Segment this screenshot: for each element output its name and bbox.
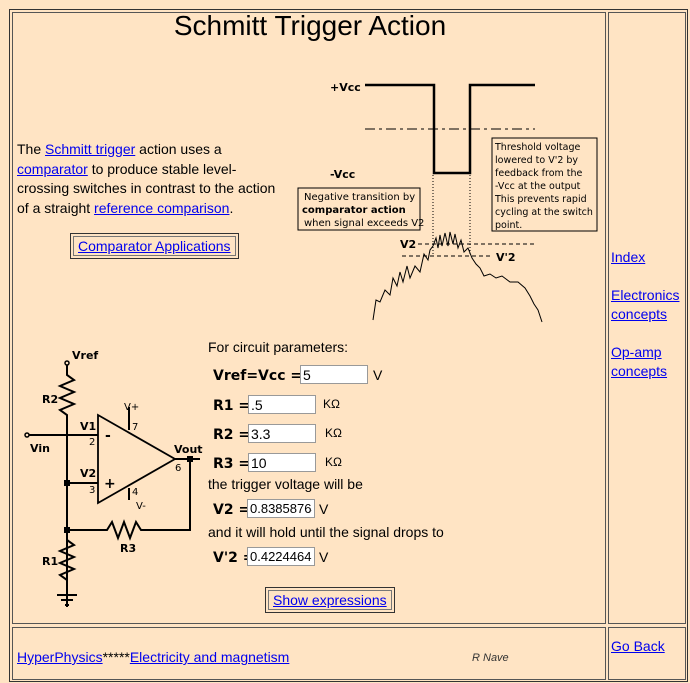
intro-t1: The bbox=[17, 141, 46, 157]
v2-label: V2 bbox=[400, 238, 416, 251]
intro-t3: to produce stable level-crossing switche… bbox=[17, 160, 276, 216]
minus-input: - bbox=[105, 428, 111, 444]
output-waveform bbox=[365, 83, 535, 175]
plus-vcc-label: +Vcc bbox=[330, 81, 361, 94]
vref-unit: V bbox=[373, 367, 383, 383]
intro-t2: action uses a bbox=[135, 141, 222, 157]
v1-label: V1 bbox=[80, 420, 96, 433]
electronics-concepts-link[interactable]: Electronics concepts bbox=[611, 287, 680, 322]
form-heading: For circuit parameters: bbox=[208, 339, 349, 355]
v2-prime-output[interactable] bbox=[247, 547, 315, 566]
electricity-magnetism-link[interactable]: Electricity and magnetism bbox=[129, 649, 290, 665]
hold-text: and it will hold until the signal drops … bbox=[208, 524, 444, 540]
r3-field-label: R3 = bbox=[213, 456, 251, 472]
show-expressions-link[interactable]: Show expressions bbox=[273, 592, 387, 608]
sidebar-links: Index Electronics concepts Op-amp concep… bbox=[611, 248, 686, 381]
vref-label: Vref bbox=[72, 349, 98, 362]
v2-circuit-label: V2 bbox=[80, 467, 96, 480]
pin-4: 4 bbox=[132, 487, 138, 498]
intro-t4: . bbox=[229, 199, 234, 216]
v2-unit: V bbox=[319, 501, 329, 517]
footer-nav: HyperPhysics*****Electricity and magneti… bbox=[17, 649, 289, 665]
input-signal bbox=[372, 231, 543, 323]
comparator-applications-box: Comparator Applications bbox=[70, 233, 239, 259]
pin-6: 6 bbox=[175, 463, 181, 474]
v2-prime-unit: V bbox=[319, 549, 329, 565]
r2-unit: KΩ bbox=[325, 426, 342, 440]
minus-vcc-label: -Vcc bbox=[330, 168, 355, 181]
r1-input[interactable] bbox=[248, 395, 316, 414]
note-left: Negative transition by comparator action… bbox=[302, 192, 424, 229]
r3-input[interactable] bbox=[248, 453, 316, 472]
r3-label: R3 bbox=[120, 542, 136, 555]
reference-comparison-link[interactable]: reference comparison bbox=[94, 199, 230, 216]
note-right: Threshold voltage lowered to V'2 by feed… bbox=[494, 142, 596, 231]
r3-unit: KΩ bbox=[325, 455, 342, 469]
comparator-applications-link[interactable]: Comparator Applications bbox=[78, 238, 231, 254]
plus-input: + bbox=[104, 476, 116, 492]
footer-cell bbox=[12, 627, 606, 680]
r1-unit: KΩ bbox=[323, 397, 340, 411]
pin-7: 7 bbox=[132, 422, 138, 433]
note-left-box bbox=[297, 187, 421, 231]
schmitt-waveform-diagram: +Vcc -Vcc Negative transition by compara… bbox=[297, 81, 598, 323]
page-title: Schmitt Trigger Action bbox=[173, 10, 447, 41]
v2-prime-field-label: V'2 = bbox=[213, 550, 255, 566]
r1-label: R1 bbox=[42, 555, 58, 568]
r2-input[interactable] bbox=[248, 424, 316, 443]
note-right-box bbox=[491, 137, 598, 232]
go-back-link[interactable]: Go Back bbox=[611, 638, 665, 654]
r2-field-label: R2 = bbox=[213, 427, 251, 443]
opamp-concepts-link[interactable]: Op-amp concepts bbox=[611, 344, 668, 379]
hyperphysics-link[interactable]: HyperPhysics bbox=[17, 649, 103, 665]
r2-label: R2 bbox=[42, 393, 58, 406]
main-cell bbox=[12, 12, 606, 624]
r1-field-label: R1 = bbox=[213, 398, 251, 414]
vref-input[interactable] bbox=[300, 365, 368, 384]
footer-right-cell bbox=[608, 627, 686, 680]
comparator-link[interactable]: comparator bbox=[17, 160, 88, 177]
page-table bbox=[9, 9, 688, 682]
v2-output[interactable] bbox=[247, 499, 315, 518]
intro-text: The Schmitt trigger action uses a compar… bbox=[17, 140, 287, 218]
vout-label: Vout bbox=[174, 443, 203, 456]
author: R Nave bbox=[472, 652, 509, 664]
schmitt-trigger-circuit: Vref R2 V1 Vin V2 Vout R3 R1 - + V+ 7 2 … bbox=[24, 349, 203, 607]
pin-2: 2 bbox=[89, 437, 95, 448]
footer-stars: ***** bbox=[102, 649, 130, 665]
vplus-label: V+ bbox=[124, 402, 139, 413]
show-expressions-box: Show expressions bbox=[265, 587, 395, 613]
vminus-label: V- bbox=[136, 501, 146, 512]
index-link[interactable]: Index bbox=[611, 249, 646, 265]
schmitt-trigger-link[interactable]: Schmitt trigger bbox=[45, 141, 136, 157]
vin-label: Vin bbox=[30, 442, 50, 455]
sidebar-cell bbox=[608, 12, 686, 624]
pin-3: 3 bbox=[89, 485, 95, 496]
vref-field-label: Vref=Vcc = bbox=[213, 368, 303, 384]
v2-field-label: V2 = bbox=[213, 502, 251, 518]
trigger-text: the trigger voltage will be bbox=[208, 476, 363, 492]
v2-prime-label: V'2 bbox=[496, 251, 516, 264]
